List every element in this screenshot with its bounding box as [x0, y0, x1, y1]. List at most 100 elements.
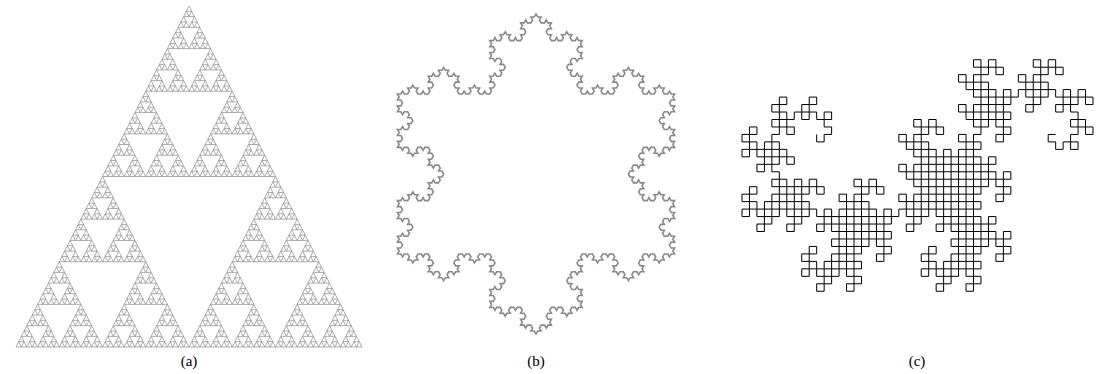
- sierpinski-cell: [232, 97, 237, 102]
- sierpinski-cell: [97, 342, 102, 347]
- sierpinski-cell: [46, 283, 51, 288]
- sierpinski-cell: [227, 299, 232, 304]
- sierpinski-cell: [227, 278, 232, 283]
- sierpinski-cell: [308, 256, 313, 261]
- sierpinski-cell: [224, 336, 229, 341]
- sierpinski-cell: [235, 166, 240, 171]
- sierpinski-cell: [232, 278, 237, 283]
- sierpinski-cell: [211, 171, 216, 176]
- sierpinski-cell: [246, 294, 251, 299]
- sierpinski-cell: [205, 320, 210, 325]
- sierpinski-cell: [75, 342, 80, 347]
- sierpinski-cell: [200, 65, 205, 70]
- sierpinski-cell: [254, 235, 259, 240]
- sierpinski-cell: [108, 171, 113, 176]
- sierpinski-cell: [151, 299, 156, 304]
- sierpinski-cell: [289, 336, 294, 341]
- sierpinski-cell: [213, 145, 218, 150]
- sierpinski-cell: [213, 81, 218, 86]
- sierpinski-cell: [265, 331, 270, 336]
- sierpinski-cell: [324, 278, 329, 283]
- sierpinski-cell: [140, 278, 145, 283]
- sierpinski-cell: [276, 214, 281, 219]
- sierpinski-cell: [330, 299, 335, 304]
- sierpinski-cell: [205, 310, 210, 315]
- sierpinski-cell: [221, 342, 226, 347]
- sierpinski-cell: [235, 272, 240, 277]
- sierpinski-cell: [184, 22, 189, 27]
- sierpinski-cell: [184, 11, 189, 16]
- sierpinski-cell: [259, 161, 264, 166]
- sierpinski-cell: [132, 326, 137, 331]
- sierpinski-cell: [130, 331, 135, 336]
- sierpinski-cell: [348, 326, 353, 331]
- sierpinski-cell: [270, 342, 275, 347]
- sierpinski-cell: [205, 54, 210, 59]
- sierpinski-cell: [40, 294, 45, 299]
- sierpinski-cell: [267, 251, 272, 256]
- sierpinski-cell: [30, 336, 35, 341]
- sierpinski-cell: [200, 86, 205, 91]
- sierpinski-cell: [178, 161, 183, 166]
- sierpinski-cell: [111, 326, 116, 331]
- sierpinski-cell: [265, 246, 270, 251]
- sierpinski-cell: [124, 150, 129, 155]
- sierpinski-cell: [89, 240, 94, 245]
- sierpinski-cell: [92, 192, 97, 197]
- sierpinski-cell: [138, 251, 143, 256]
- sierpinski-cell: [119, 171, 124, 176]
- sierpinski-cell: [219, 113, 224, 118]
- sierpinski-cell: [216, 320, 221, 325]
- sierpinski-cell: [276, 182, 281, 187]
- sierpinski-cell: [103, 342, 108, 347]
- sierpinski-cell: [330, 331, 335, 336]
- sierpinski-cell: [175, 155, 180, 160]
- sierpinski-cell: [173, 342, 178, 347]
- sierpinski-cell: [119, 224, 124, 229]
- sierpinski-cell: [203, 81, 208, 86]
- sierpinski-cell: [286, 331, 291, 336]
- sierpinski-cell: [127, 336, 132, 341]
- sierpinski-cell: [240, 326, 245, 331]
- sierpinski-cell: [200, 171, 205, 176]
- sierpinski-cell: [221, 171, 226, 176]
- sierpinski-cell: [178, 43, 183, 48]
- sierpinski-cell: [151, 288, 156, 293]
- sierpinski-cell: [286, 246, 291, 251]
- sierpinski-cell: [138, 336, 143, 341]
- sierpinski-cell: [219, 70, 224, 75]
- sierpinski-cell: [46, 326, 51, 331]
- sierpinski-cell: [59, 267, 64, 272]
- sierpinski-cell: [203, 315, 208, 320]
- sierpinski-cell: [70, 256, 75, 261]
- sierpinski-cell: [151, 171, 156, 176]
- sierpinski-cell: [157, 118, 162, 123]
- sierpinski-cell: [132, 240, 137, 245]
- sierpinski-cell: [178, 171, 183, 176]
- sierpinski-cell: [124, 299, 129, 304]
- sierpinski-cell: [265, 161, 270, 166]
- sierpinski-cell: [43, 331, 48, 336]
- sierpinski-cell: [159, 336, 164, 341]
- sierpinski-cell: [221, 75, 226, 80]
- sierpinski-cell: [305, 326, 310, 331]
- sierpinski-cell: [167, 150, 172, 155]
- sierpinski-cell: [221, 129, 226, 134]
- sierpinski-cell: [213, 315, 218, 320]
- sierpinski-cell: [162, 310, 167, 315]
- sierpinski-cell: [281, 342, 286, 347]
- sierpinski-cell: [143, 262, 148, 267]
- sierpinski-cell: [313, 256, 318, 261]
- sierpinski-cell: [254, 342, 259, 347]
- sierpinski-cell: [146, 129, 151, 134]
- sierpinski-cell: [208, 49, 213, 54]
- sierpinski-cell: [111, 240, 116, 245]
- sierpinski-cell: [335, 310, 340, 315]
- sierpinski-cell: [130, 246, 135, 251]
- sierpinski-cell: [70, 246, 75, 251]
- sierpinski-cell: [154, 113, 159, 118]
- sierpinski-cell: [135, 171, 140, 176]
- sierpinski-cell: [108, 246, 113, 251]
- sierpinski-cell: [211, 299, 216, 304]
- sierpinski-cell: [81, 310, 86, 315]
